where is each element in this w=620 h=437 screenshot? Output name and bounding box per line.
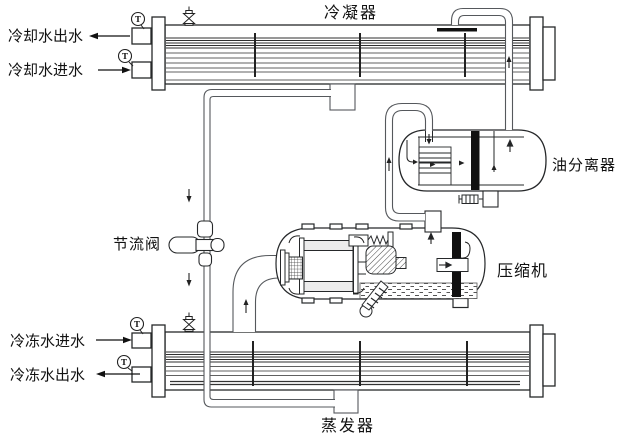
temperature-sensor-icon: T [116,354,133,372]
evaporator-tubes [166,351,529,363]
screw-rotor [365,245,397,275]
chilled-water-inlet-port [131,332,152,349]
flow-arrow-down [186,273,192,287]
evaporator-label: 蒸发器 [321,416,375,435]
flow-arrow-up [427,232,435,244]
condenser-inlet-baffle [437,28,477,32]
valve-body [168,236,201,254]
relief-valve-icon [182,6,196,26]
chilled-water-in-arrow [96,336,132,344]
drain-valve-icon [458,194,479,204]
oil-pickup-tube [359,280,389,318]
chilled-water-inlet-label: 冷冻水进水 [10,332,85,350]
cooling-water-out-arrow [89,32,130,40]
condenser-label: 冷凝器 [324,3,378,22]
throttle-valve-label: 节流阀 [113,235,161,253]
sensor-letter: T [134,319,140,329]
flow-arrow-right [439,261,453,269]
flow-arrow-up [506,138,514,152]
motor-stator-bottom [303,281,354,292]
condenser-outlet-stub [329,83,356,111]
temperature-sensor-icon: T [117,48,134,67]
flow-arrow-up [243,299,249,313]
evaporator-inlet-stub [333,389,359,414]
cooling-water-inlet-port [131,61,152,79]
condenser-baffles [254,33,466,77]
cooling-water-outlet-label: 冷却水出水 [8,27,83,45]
chilled-water-out-arrow [96,370,140,378]
separator-drain-stub [482,190,499,208]
sensor-letter: T [135,14,141,24]
separator-baffle [471,131,480,190]
motor-stator-top [303,240,354,251]
sensor-letter: T [121,357,127,367]
chilled-water-outlet-label: 冷冻水出水 [10,366,85,384]
cooling-water-in-arrow [98,66,131,74]
compressor-oil-sump [359,282,478,299]
temperature-sensor-icon: T [129,316,145,335]
compressor-discharge-port [436,258,469,272]
evaporator-distributor [170,380,520,386]
compressor-label: 压缩机 [497,261,548,280]
sensor-letter: T [122,51,128,61]
suction-flange-grid [288,256,303,280]
separator-filter-stack [418,146,452,186]
condenser-inlet-pipe [450,7,514,130]
oil-separator [398,129,547,208]
valve-upper-collar [196,220,214,238]
flow-arrow-down [426,134,432,145]
compressor-discharge-stub [424,210,442,233]
compressor-foot [452,297,469,309]
evaporator-baffles [252,341,468,386]
cooling-water-inlet-label: 冷却水进水 [8,61,83,79]
flow-arrow-down [186,189,192,203]
throttle-valve [168,220,225,267]
temperature-sensor-icon: T [130,11,146,30]
valve-lower-collar [198,252,213,267]
compressor [275,210,486,318]
discharge-pipe [384,102,434,222]
relief-valve-icon [182,312,196,332]
valve-right-cap [210,237,225,253]
oil-separator-label: 油分离器 [552,156,616,174]
motor-rotor [303,250,354,282]
condenser-vessel [131,16,556,91]
cooling-water-outlet-port [131,27,152,45]
flow-arrow-up [506,56,512,68]
flow-arrow-up [386,157,392,171]
suction-pipe [232,254,282,332]
evaporator-vessel [131,324,556,398]
condenser-tubes [166,37,529,49]
